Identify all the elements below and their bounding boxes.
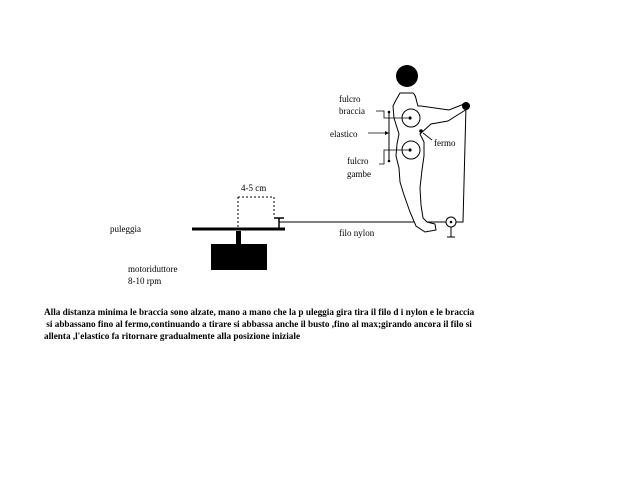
leader-fulcro-gambe <box>379 149 408 165</box>
label-fulcro-braccia-1: fulcro <box>339 94 361 104</box>
label-filo-nylon: filo nylon <box>339 228 375 238</box>
label-elastico: elastico <box>330 129 358 139</box>
shoulder-pivot <box>408 116 412 120</box>
caption-line-1: Alla distanza minima le braccia sono alz… <box>44 307 475 317</box>
label-puleggia: puleggia <box>110 224 141 234</box>
caption-line-2: si abbassano fino al fermo,continuando a… <box>44 319 472 329</box>
caption-line-3: allenta ,l'elastico fa ritornare gradual… <box>44 331 301 341</box>
label-distance: 4-5 cm <box>241 183 266 193</box>
guide-pulley-center <box>449 220 453 224</box>
label-fulcro-gambe-2: gambe <box>347 169 371 179</box>
nylon-thread-arm <box>456 105 467 223</box>
label-motoriduttore: motoriduttore <box>128 264 178 274</box>
leader-fermo <box>422 132 433 141</box>
label-fulcro-braccia-2: braccia <box>339 106 365 116</box>
label-fulcro-gambe-1: fulcro <box>347 156 369 166</box>
figure-head <box>396 65 418 87</box>
hip-pivot <box>408 148 412 152</box>
leader-elastico-arrow <box>385 131 389 135</box>
motor-shaft <box>236 231 241 245</box>
hand-knob <box>462 102 470 110</box>
elastic-top <box>387 110 391 114</box>
diagram-caption: Alla distanza minima le braccia sono alz… <box>44 306 604 342</box>
label-fermo: fermo <box>434 138 456 148</box>
motor-body <box>211 244 267 270</box>
distance-marker <box>237 196 275 227</box>
leader-fulcro-braccia <box>376 110 408 119</box>
figure-body <box>392 92 468 233</box>
label-rpm: 8-10 rpm <box>128 276 161 286</box>
elastic-bottom <box>387 159 391 163</box>
stop-pin <box>419 129 423 133</box>
